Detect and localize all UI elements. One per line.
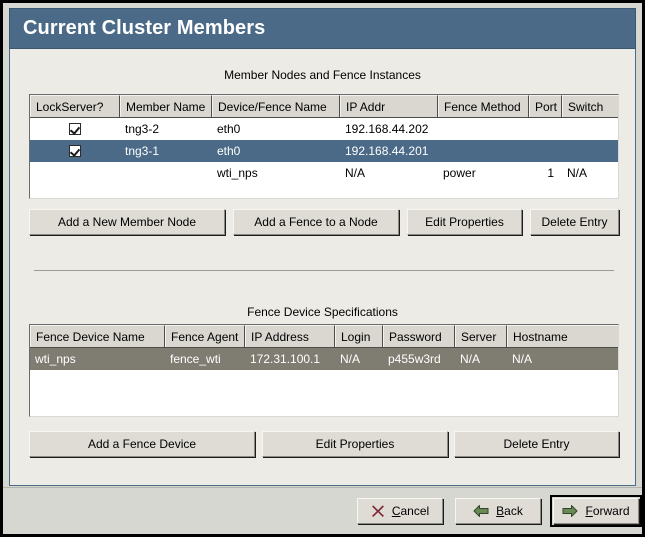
forward-button[interactable]: Forward bbox=[550, 495, 642, 527]
forward-button-label: Forward bbox=[585, 504, 630, 518]
cell-member-name bbox=[120, 162, 212, 184]
cell-switch bbox=[562, 118, 618, 140]
column-header-fence-device-name[interactable]: Fence Device Name bbox=[30, 325, 165, 347]
cell-switch: N/A bbox=[567, 166, 588, 180]
cell-login: N/A bbox=[340, 352, 361, 366]
table-row[interactable]: tng3-2 eth0 192.168.44.202 bbox=[30, 118, 618, 140]
column-header-fence-method[interactable]: Fence Method bbox=[438, 95, 529, 117]
cell-fence-agent: fence_wti bbox=[170, 352, 221, 366]
column-header-lockserver[interactable]: LockServer? bbox=[30, 95, 120, 117]
column-header-switch[interactable]: Switch bbox=[562, 95, 618, 117]
content-panel: Member Nodes and Fence Instances LockSer… bbox=[9, 49, 636, 486]
lockserver-checkbox[interactable] bbox=[69, 145, 81, 157]
cell-fence-device-name: wti_nps bbox=[35, 352, 76, 366]
cell-port: 1 bbox=[547, 166, 554, 180]
cell-lockserver bbox=[30, 162, 120, 184]
cancel-x-icon bbox=[371, 504, 385, 518]
page-title: Current Cluster Members bbox=[23, 17, 266, 39]
cell-device-fence-name: eth0 bbox=[217, 122, 241, 136]
column-header-fence-agent[interactable]: Fence Agent bbox=[165, 325, 245, 347]
back-button[interactable]: Back bbox=[455, 498, 541, 524]
lockserver-checkbox[interactable] bbox=[69, 123, 81, 135]
column-header-password[interactable]: Password bbox=[383, 325, 455, 347]
title-bar: Current Cluster Members bbox=[9, 8, 636, 49]
cell-password: p455w3rd bbox=[388, 352, 441, 366]
members-table[interactable]: LockServer? Member Name Device/Fence Nam… bbox=[29, 94, 619, 199]
members-table-header: LockServer? Member Name Device/Fence Nam… bbox=[30, 95, 618, 118]
column-header-hostname[interactable]: Hostname bbox=[507, 325, 618, 347]
window-bottom-edge bbox=[0, 534, 645, 537]
table-row[interactable]: tng3-1 eth0 192.168.44.201 bbox=[30, 140, 618, 162]
members-edit-properties-button[interactable]: Edit Properties bbox=[407, 209, 522, 235]
table-row[interactable]: wti_nps N/A power 1 N/A bbox=[30, 162, 618, 184]
table-row[interactable]: wti_nps fence_wti 172.31.100.1 N/A p455w… bbox=[30, 348, 618, 370]
column-header-device-fence-name[interactable]: Device/Fence Name bbox=[212, 95, 340, 117]
add-new-member-node-button[interactable]: Add a New Member Node bbox=[29, 209, 225, 235]
column-header-login[interactable]: Login bbox=[335, 325, 383, 347]
cell-member-name: tng3-2 bbox=[125, 122, 160, 136]
cell-ip-addr: 192.168.44.202 bbox=[345, 122, 429, 136]
fence-edit-properties-button[interactable]: Edit Properties bbox=[262, 431, 448, 457]
fence-section-caption: Fence Device Specifications bbox=[247, 305, 398, 319]
members-section-caption: Member Nodes and Fence Instances bbox=[224, 68, 421, 82]
column-header-ip-address[interactable]: IP Address bbox=[245, 325, 335, 347]
arrow-left-icon bbox=[473, 504, 489, 518]
column-header-server[interactable]: Server bbox=[455, 325, 507, 347]
dialog-footer: Cancel Back Forward bbox=[3, 487, 642, 534]
column-header-port[interactable]: Port bbox=[529, 95, 562, 117]
arrow-right-icon bbox=[562, 504, 578, 518]
section-divider bbox=[34, 270, 614, 271]
fence-devices-table[interactable]: Fence Device Name Fence Agent IP Address… bbox=[29, 324, 619, 417]
cell-fence-method bbox=[438, 118, 529, 140]
cell-fence-method: power bbox=[443, 166, 476, 180]
cell-lockserver[interactable] bbox=[30, 118, 120, 140]
cell-switch bbox=[562, 140, 618, 162]
cell-member-name: tng3-1 bbox=[125, 144, 160, 158]
column-header-ip-addr[interactable]: IP Addr bbox=[340, 95, 438, 117]
column-header-member-name[interactable]: Member Name bbox=[120, 95, 212, 117]
cell-port bbox=[529, 118, 562, 140]
back-button-label: Back bbox=[496, 504, 523, 518]
cancel-button-label: Cancel bbox=[391, 504, 430, 518]
fence-delete-entry-button[interactable]: Delete Entry bbox=[454, 431, 619, 457]
cell-server: N/A bbox=[460, 352, 481, 366]
footer-divider bbox=[3, 487, 642, 488]
cell-device-fence-name: eth0 bbox=[217, 144, 241, 158]
cell-device-fence-name: wti_nps bbox=[217, 166, 258, 180]
dialog-window: Current Cluster Members Member Nodes and… bbox=[3, 3, 642, 534]
cell-hostname: N/A bbox=[512, 352, 533, 366]
cell-ip-addr: N/A bbox=[345, 166, 366, 180]
cell-lockserver[interactable] bbox=[30, 140, 120, 162]
cell-ip-addr: 192.168.44.201 bbox=[345, 144, 429, 158]
fence-table-header: Fence Device Name Fence Agent IP Address… bbox=[30, 325, 618, 348]
add-fence-to-node-button[interactable]: Add a Fence to a Node bbox=[233, 209, 399, 235]
cell-fence-method bbox=[438, 140, 529, 162]
members-delete-entry-button[interactable]: Delete Entry bbox=[530, 209, 619, 235]
cell-ip-address: 172.31.100.1 bbox=[250, 352, 321, 366]
cell-port bbox=[529, 140, 562, 162]
add-fence-device-button[interactable]: Add a Fence Device bbox=[29, 431, 255, 457]
cancel-button[interactable]: Cancel bbox=[357, 498, 443, 524]
